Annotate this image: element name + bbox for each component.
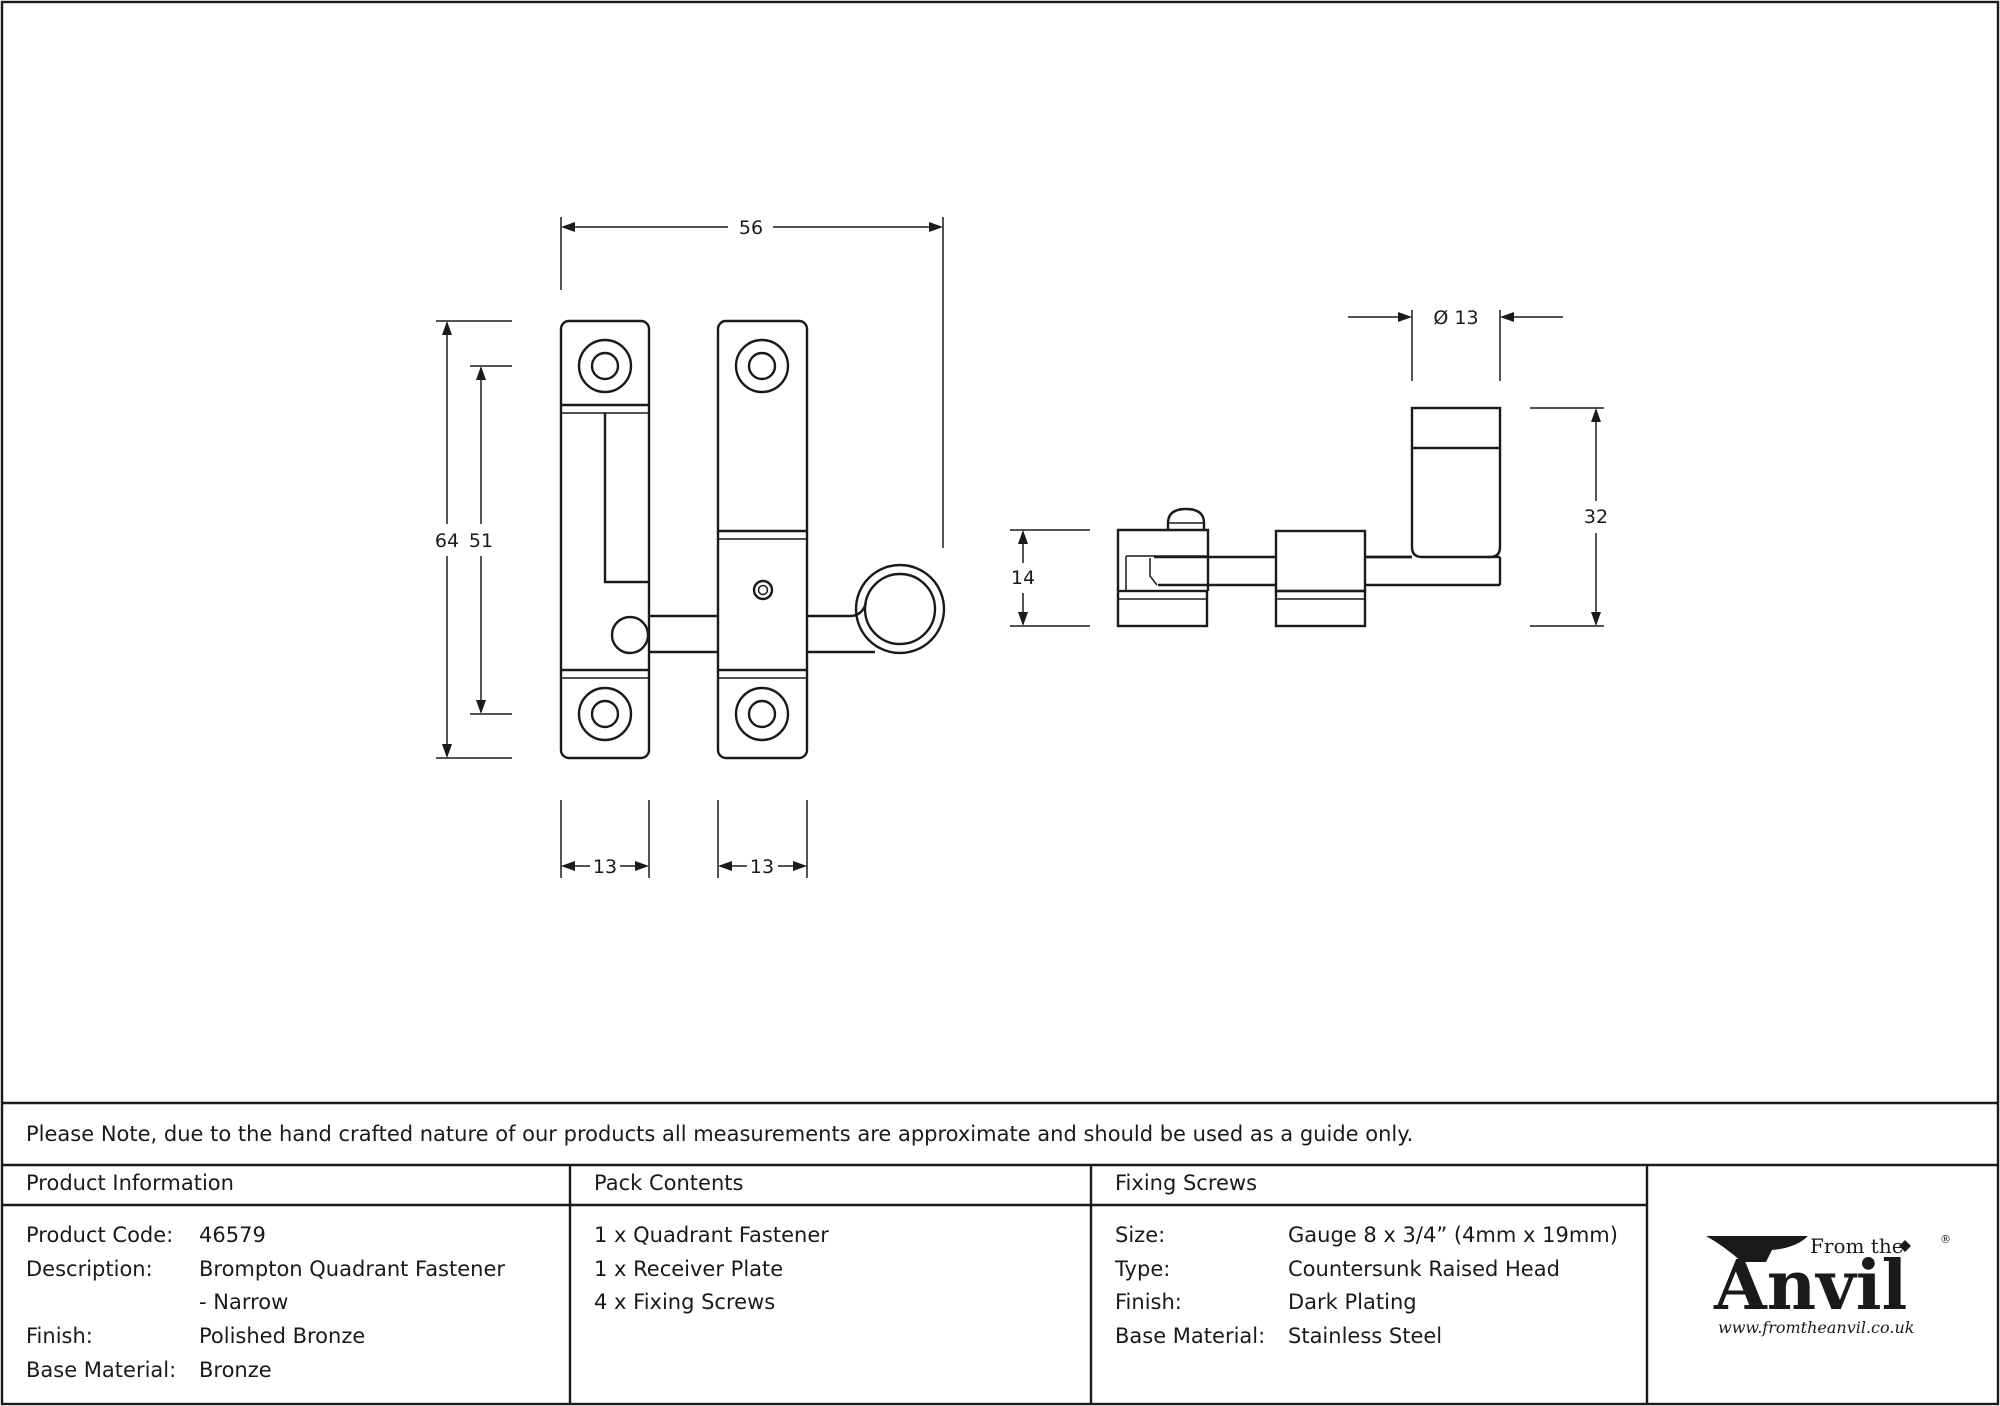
side-dimensions: 14 32 Ø 13 — [1010, 307, 1608, 627]
base-material-label: Base Material: — [26, 1358, 176, 1382]
front-dimensions: 56 64 51 13 13 — [435, 217, 944, 878]
screw-hole-icon — [734, 338, 790, 394]
product-code-label: Product Code: — [26, 1223, 173, 1247]
grub-screw-icon — [752, 579, 774, 601]
pack-item: 1 x Receiver Plate — [594, 1257, 783, 1281]
side-view — [1116, 406, 1502, 628]
screw-size-label: Size: — [1115, 1223, 1165, 1247]
dim-knob-diameter: Ø 13 — [1433, 307, 1478, 329]
pack-contents-heading: Pack Contents — [594, 1171, 743, 1195]
dim-overall-height: 64 — [435, 530, 459, 552]
screw-type-label: Type: — [1114, 1257, 1170, 1281]
fixing-screws-heading: Fixing Screws — [1115, 1171, 1257, 1195]
knurled-knob-icon — [1410, 406, 1502, 450]
finish-label: Finish: — [26, 1324, 93, 1348]
pack-item: 4 x Fixing Screws — [594, 1290, 775, 1314]
title-block: Please Note, due to the hand crafted nat… — [2, 1101, 1998, 1404]
pack-item: 1 x Quadrant Fastener — [594, 1223, 829, 1247]
pivot-stud-icon — [610, 615, 650, 655]
logo-brand: Anvil — [1713, 1246, 1907, 1326]
screw-type-value: Countersunk Raised Head — [1288, 1257, 1560, 1281]
screw-hole-icon — [734, 686, 790, 742]
anvil-icon — [1706, 1236, 1808, 1262]
product-code-value: 46579 — [199, 1223, 266, 1247]
product-info-heading: Product Information — [26, 1171, 234, 1195]
dim-hole-centres: 51 — [469, 530, 493, 552]
base-material-value: Bronze — [199, 1358, 272, 1382]
description-label: Description: — [26, 1257, 153, 1281]
dim-overall-width: 56 — [739, 217, 763, 239]
description-value-cont: - Narrow — [199, 1290, 288, 1314]
finish-value: Polished Bronze — [199, 1324, 365, 1348]
screw-hole-icon — [577, 686, 633, 742]
dim-knob-height: 32 — [1584, 506, 1608, 528]
dim-side-height: 14 — [1011, 567, 1035, 589]
dim-plate-width-left: 13 — [593, 856, 617, 878]
description-value: Brompton Quadrant Fastener — [199, 1257, 505, 1281]
front-view — [559, 319, 946, 760]
dim-plate-width-right: 13 — [750, 856, 774, 878]
logo-website: www.fromtheanvil.co.uk — [1718, 1318, 1914, 1337]
screw-size-value: Gauge 8 x 3/4” (4mm x 19mm) — [1288, 1223, 1618, 1247]
receiver-plate — [716, 319, 809, 760]
approximation-note: Please Note, due to the hand crafted nat… — [26, 1122, 1413, 1146]
screw-material-label: Base Material: — [1115, 1324, 1265, 1348]
screw-hole-icon — [577, 338, 633, 394]
logo-from-the: From the — [1810, 1234, 1904, 1258]
diamond-icon — [1899, 1240, 1911, 1252]
logo-registered: ® — [1940, 1233, 1951, 1246]
knob-top-view — [854, 563, 946, 655]
screw-material-value: Stainless Steel — [1288, 1324, 1442, 1348]
screw-finish-label: Finish: — [1115, 1290, 1182, 1314]
screw-finish-value: Dark Plating — [1288, 1290, 1417, 1314]
fastener-plate — [559, 319, 651, 760]
from-the-anvil-logo: From the ® Anvil www.fromtheanvil.co.uk — [1706, 1233, 1951, 1337]
